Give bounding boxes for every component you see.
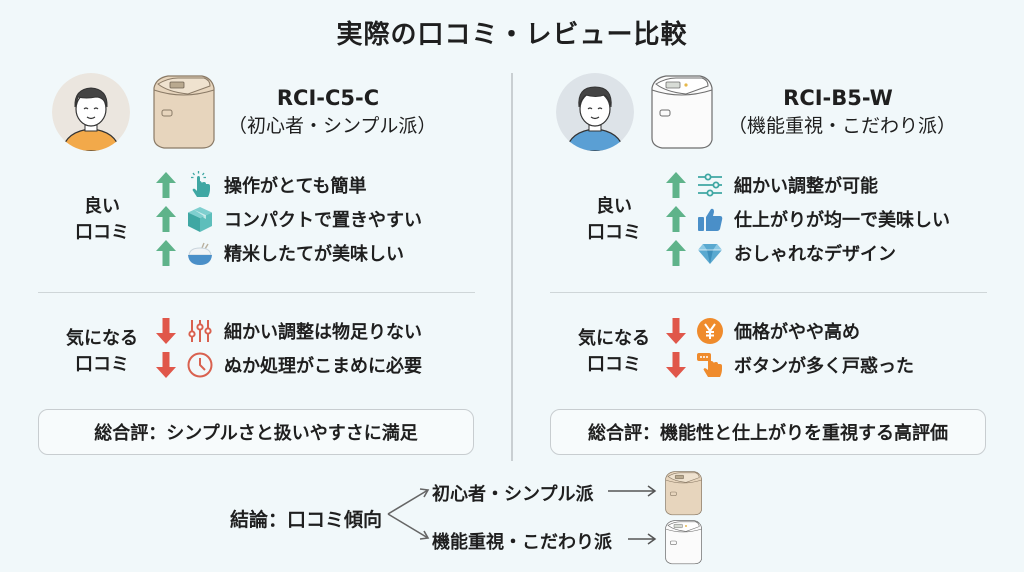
yen-coin-icon xyxy=(697,318,723,344)
avatar-enthusiast xyxy=(556,73,634,151)
page-title: 実際の口コミ・レビュー比較 xyxy=(336,20,688,50)
review-item: コンパクトで置きやすい xyxy=(156,202,422,236)
review-item: 価格がやや高め xyxy=(666,314,914,348)
review-item: 操作がとても簡単 xyxy=(156,168,422,202)
diamond-icon xyxy=(698,244,722,264)
review-text: 細かい調整は物足りない xyxy=(224,322,422,343)
sliders-icon xyxy=(188,320,212,342)
persona-label: （機能重視・こだわり派） xyxy=(728,115,957,137)
model-header-right: RCI-B5-W （機能重視・こだわり派） xyxy=(728,84,957,140)
down-arrow-icon xyxy=(666,352,686,378)
up-arrow-icon xyxy=(156,240,176,266)
review-item: おしゃれなデザイン xyxy=(666,236,950,270)
model-name: RCI-C5-C xyxy=(276,86,380,110)
adjust-sliders-icon xyxy=(698,173,722,197)
concern-reviews-label: 気になる 口コミ xyxy=(66,328,138,375)
down-arrow-icon xyxy=(666,318,686,344)
conclusion-branch-enthusiast: 機能重視・こだわり派 xyxy=(432,532,612,553)
review-text: 精米したてが美味しい xyxy=(224,244,404,265)
model-name: RCI-B5-W xyxy=(783,86,893,110)
rice-cooker-beige-thumbnail xyxy=(662,468,704,516)
overall-rating-right: 総合評：機能性と仕上がりを重視する高評価 xyxy=(550,409,986,455)
thumbs-up-icon xyxy=(698,208,723,231)
review-text: 仕上がりが均一で美味しい xyxy=(734,210,950,231)
up-arrow-icon xyxy=(666,240,686,266)
good-reviews-label: 良い 口コミ xyxy=(75,196,129,243)
column-divider xyxy=(511,73,513,461)
review-text: おしゃれなデザイン xyxy=(734,244,896,265)
review-text: 細かい調整が可能 xyxy=(734,176,878,197)
review-text: 操作がとても簡単 xyxy=(224,176,367,197)
persona-label: （初心者・シンプル派） xyxy=(228,115,437,137)
review-item: 細かい調整が可能 xyxy=(666,168,950,202)
clock-icon xyxy=(187,352,213,378)
rice-bowl-icon xyxy=(188,242,212,265)
section-divider-left xyxy=(38,292,475,293)
button-press-icon xyxy=(697,353,722,377)
review-item: 精米したてが美味しい xyxy=(156,236,422,270)
arrow-right-icon xyxy=(628,533,657,545)
rice-cooker-white-image xyxy=(646,70,716,150)
review-item: ぬか処理がこまめに必要 xyxy=(156,348,422,382)
rice-cooker-white-thumbnail xyxy=(662,516,704,566)
good-reviews-list-left: 操作がとても簡単 コンパクトで置きやすい 精米したてが美味しい xyxy=(156,168,422,270)
concern-reviews-list-left: 細かい調整は物足りない ぬか処理がこまめに必要 xyxy=(156,314,422,382)
overall-rating-left: 総合評：シンプルさと扱いやすさに満足 xyxy=(38,409,474,455)
good-reviews-list-right: 細かい調整が可能 仕上がりが均一で美味しい おしゃれなデザイン xyxy=(666,168,950,270)
rice-cooker-beige-image xyxy=(148,70,218,150)
branch-arrows-icon xyxy=(387,488,430,540)
up-arrow-icon xyxy=(156,172,176,198)
tap-hand-icon xyxy=(191,171,210,197)
down-arrow-icon xyxy=(156,318,176,344)
arrow-right-icon xyxy=(608,485,657,497)
review-text: コンパクトで置きやすい xyxy=(224,210,422,231)
up-arrow-icon xyxy=(156,206,176,232)
review-item: 仕上がりが均一で美味しい xyxy=(666,202,950,236)
good-reviews-label: 良い 口コミ xyxy=(587,196,641,243)
review-text: ボタンが多く戸惑った xyxy=(734,356,914,377)
review-item: ボタンが多く戸惑った xyxy=(666,348,914,382)
down-arrow-icon xyxy=(156,352,176,378)
up-arrow-icon xyxy=(666,206,686,232)
box-icon xyxy=(188,207,212,232)
conclusion-branch-beginner: 初心者・シンプル派 xyxy=(432,484,594,505)
review-text: 価格がやや高め xyxy=(734,322,860,343)
concern-reviews-label: 気になる 口コミ xyxy=(578,328,650,375)
conclusion-label: 結論：口コミ傾向 xyxy=(230,509,383,531)
up-arrow-icon xyxy=(666,172,686,198)
model-header-left: RCI-C5-C （初心者・シンプル派） xyxy=(228,84,437,140)
review-item: 細かい調整は物足りない xyxy=(156,314,422,348)
concern-reviews-list-right: 価格がやや高め ボタンが多く戸惑った xyxy=(666,314,914,382)
review-text: ぬか処理がこまめに必要 xyxy=(224,356,422,377)
section-divider-right xyxy=(550,292,987,293)
avatar-beginner xyxy=(52,73,130,151)
